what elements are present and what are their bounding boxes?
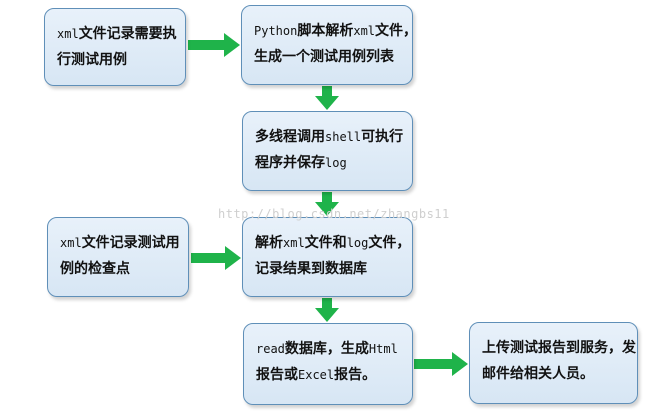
arrow-n1-to-n2 (188, 33, 240, 57)
text-run: 例的检查点 (60, 261, 130, 277)
box-line-2: 邮件给相关人员。 (482, 361, 629, 387)
text-run: 生成一个测试用例列表 (254, 49, 394, 65)
box-upload-and-email: 上传测试报告到服务，发 邮件给相关人员。 (469, 322, 638, 404)
text-run: 文件， (368, 235, 411, 251)
box-multithread-shell: 多线程调用shell可执行 程序并保存log (242, 111, 413, 191)
text-run: shell (325, 130, 362, 144)
box-line-1: 多线程调用shell可执行 (255, 124, 404, 150)
text-run: 可执行 (361, 129, 404, 145)
text-run: Python (254, 24, 298, 38)
box-line-1: 上传测试报告到服务，发 (482, 335, 636, 361)
text-run: 报告。 (334, 367, 377, 383)
box-generate-report: read数据库，生成Html 报告或Excel报告。 (243, 323, 413, 405)
text-run: 程序并保存 (255, 155, 325, 171)
arrow-n6-to-n7 (414, 352, 468, 376)
text-run: 邮件给相关人员。 (482, 366, 594, 382)
box-xml-checkpoints: xml文件记录测试用 例的检查点 (47, 217, 189, 297)
box-line-1: read数据库，生成Html (256, 336, 404, 362)
box-line-1: xml文件记录测试用 (60, 230, 180, 256)
text-run: 多线程调用 (255, 129, 325, 145)
text-run: xml (60, 236, 82, 250)
text-run: Html (368, 342, 398, 356)
text-run: xml (57, 27, 79, 41)
box-line-2: 例的检查点 (60, 256, 180, 282)
arrow-n3-to-n5 (315, 192, 339, 216)
box-parse-xml-log-to-db: 解析xml文件和log文件， 记录结果到数据库 (242, 217, 413, 297)
text-run: 报告或 (256, 367, 298, 383)
text-run: 行测试用例 (57, 52, 127, 68)
box-xml-testcase-record: xml文件记录需要执 行测试用例 (44, 8, 186, 86)
arrow-n2-to-n3 (315, 86, 339, 110)
text-run: 数据库，生成 (284, 341, 369, 357)
box-line-2: 程序并保存log (255, 150, 404, 176)
box-line-2: 生成一个测试用例列表 (254, 44, 404, 70)
text-run: 解析 (255, 235, 283, 251)
box-line-2: 行测试用例 (57, 47, 177, 73)
text-run: 文件记录测试用 (81, 235, 180, 251)
text-run: 文件和 (304, 235, 347, 251)
text-run: xml (353, 24, 376, 38)
text-run: 记录结果到数据库 (255, 261, 367, 277)
box-python-parse-xml: Python脚本解析xml文件， 生成一个测试用例列表 (241, 5, 417, 85)
box-line-1: Python脚本解析xml文件， (254, 18, 417, 44)
text-run: log (346, 236, 369, 250)
box-line-1: xml文件记录需要执 (57, 21, 177, 47)
watermark-url: http://blog.csdn.net/zhangbs11 (218, 207, 450, 221)
text-run: xml (283, 236, 305, 250)
box-line-1: 解析xml文件和log文件， (255, 230, 410, 256)
box-line-2: 记录结果到数据库 (255, 256, 404, 282)
text-run: 脚本解析 (297, 23, 354, 39)
text-run: 文件记录需要执 (78, 26, 177, 42)
text-run: 上传测试报告到服务，发 (482, 340, 636, 356)
text-run: log (325, 156, 347, 170)
arrow-n4-to-n5 (191, 246, 241, 270)
arrow-n5-to-n6 (315, 298, 339, 322)
text-run: read (256, 342, 285, 356)
box-line-2: 报告或Excel报告。 (256, 362, 404, 388)
text-run: Excel (298, 368, 335, 382)
text-run: 文件， (375, 23, 418, 39)
